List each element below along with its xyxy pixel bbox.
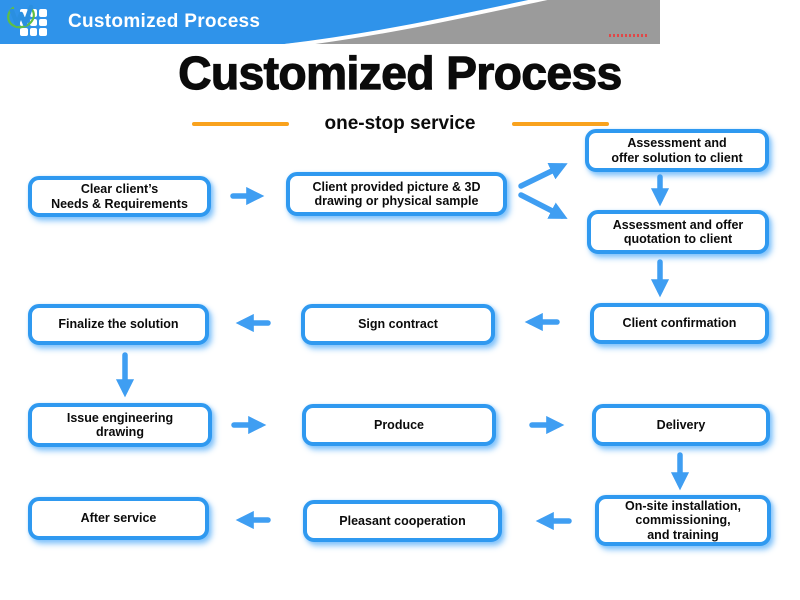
arrow-picture-to-quotation — [518, 192, 568, 219]
flow-box-finalize-solution: Finalize the solution — [28, 304, 209, 345]
subtitle: one-stop service — [0, 111, 800, 137]
flow-box-after-service: After service — [28, 497, 209, 540]
flow-box-issue-drawing: Issue engineering drawing — [28, 403, 212, 447]
arrow-picture-to-solution — [518, 163, 568, 189]
subtitle-text: one-stop service — [324, 113, 476, 134]
flow-box-pleasant-cooperation: Pleasant cooperation — [303, 500, 502, 542]
flow-box-assessment-solution: Assessment and offer solution to client — [585, 129, 769, 172]
flow-box-client-picture: Client provided picture & 3D drawing or … — [286, 172, 507, 216]
flow-box-delivery: Delivery — [592, 404, 770, 446]
flow-box-assessment-quotation: Assessment and offer quotation to client — [587, 210, 769, 254]
company-logo-icon — [7, 3, 35, 29]
header-swoosh — [0, 0, 660, 44]
flow-box-sign-contract: Sign contract — [301, 304, 495, 345]
flow-box-clear-needs: Clear client’s Needs & Requirements — [28, 176, 211, 217]
flow-box-client-confirmation: Client confirmation — [590, 303, 769, 344]
subtitle-line-left — [191, 122, 289, 126]
subtitle-line-right — [511, 122, 609, 126]
flow-box-onsite-installation: On-site installation, commissioning, and… — [595, 495, 771, 546]
page-title: Customized Process — [178, 46, 623, 99]
flow-box-produce: Produce — [302, 404, 496, 446]
header-bar-title: Customized Process — [68, 11, 261, 32]
header-bar: Customized Process — [0, 0, 800, 44]
logo-caption — [609, 34, 647, 37]
